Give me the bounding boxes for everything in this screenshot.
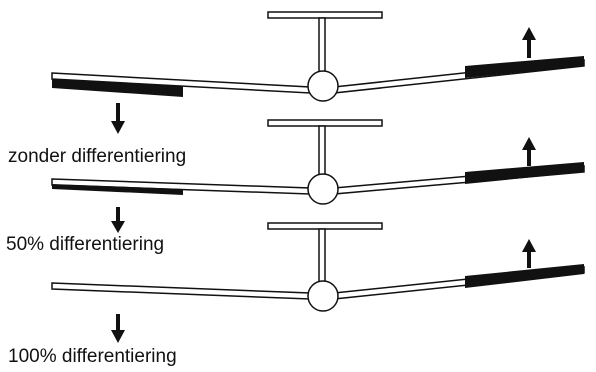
fuselage-circle [307, 70, 339, 102]
aileron-down-arrow-icon [111, 207, 125, 233]
fuselage-boom [318, 17, 326, 73]
aileron-down-arrow-icon [111, 314, 125, 343]
aileron-up-arrow-icon [522, 137, 536, 166]
config-50-differential [51, 119, 585, 233]
horizontal-stabilizer [267, 11, 383, 19]
left-aileron [52, 184, 183, 195]
right-aileron [465, 162, 584, 184]
aileron-up-arrow-icon [522, 239, 536, 268]
horizontal-stabilizer [267, 119, 383, 127]
config-no-differential [51, 11, 585, 134]
label-50-differential: 50% differentiering [6, 234, 165, 255]
aileron-up-arrow-icon [522, 27, 536, 58]
right-aileron [465, 264, 584, 288]
fuselage-circle [307, 280, 339, 312]
right-aileron [465, 56, 584, 78]
fuselage-boom [318, 125, 326, 181]
fuselage-boom [318, 228, 326, 285]
label-no-differential: zonder differentiering [8, 146, 187, 167]
label-100-differential: 100% differentiering [8, 346, 177, 367]
horizontal-stabilizer [267, 222, 383, 230]
config-100-differential [51, 222, 585, 343]
left-aileron [52, 79, 183, 97]
left-wing [51, 282, 311, 300]
aileron-down-arrow-icon [111, 103, 125, 134]
fuselage-circle [307, 173, 339, 205]
